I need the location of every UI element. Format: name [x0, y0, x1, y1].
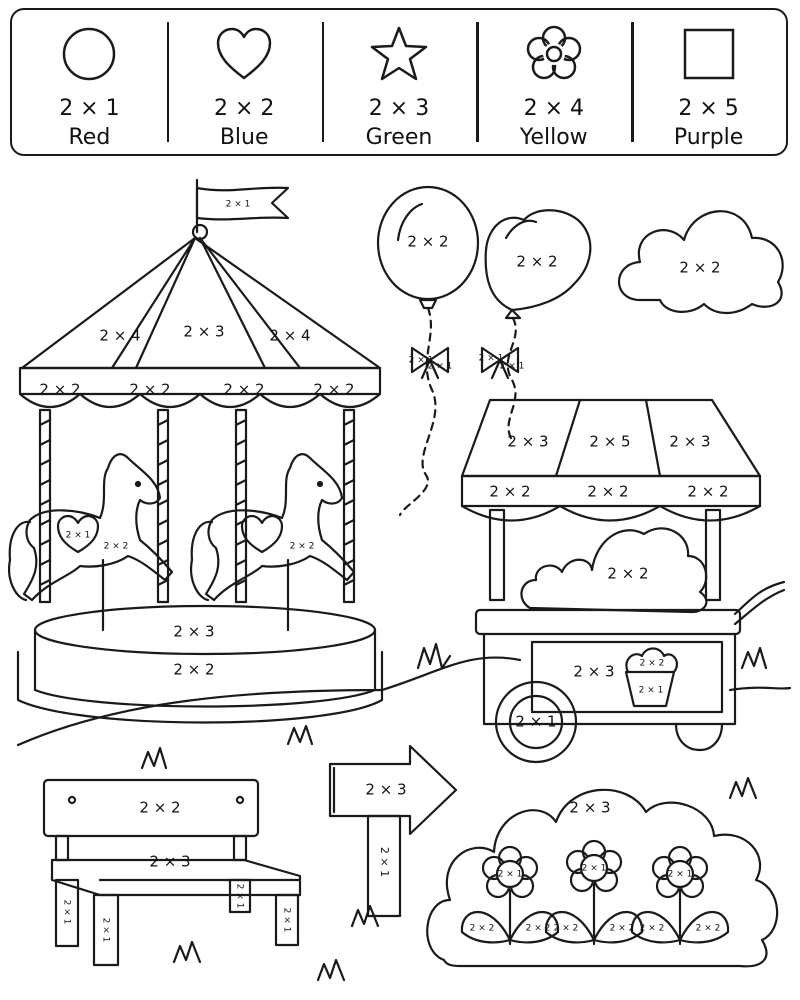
- carousel: [8, 178, 384, 724]
- legend-equation: 2 × 4: [523, 96, 584, 121]
- bench-leg-label: 2 × 1: [282, 908, 292, 933]
- bench-backrest: [42, 778, 260, 838]
- cloud-label: 2 × 2: [679, 259, 720, 277]
- park-bench: [42, 778, 302, 967]
- legend-color-name: Blue: [219, 125, 269, 150]
- popcorn-label: 2 × 2: [607, 565, 648, 583]
- legend-color-name: Purple: [673, 125, 744, 150]
- bench-back-label: 2 × 2: [139, 799, 180, 817]
- popcorn-cart: [460, 398, 786, 764]
- legend-equation: 2 × 3: [368, 96, 430, 121]
- balloon-bow-right: [480, 346, 520, 380]
- carousel-horse-right: [190, 453, 356, 632]
- leaf-label: 2 × 2: [696, 924, 721, 934]
- bow-label: 2 × 1: [428, 362, 453, 372]
- awning-label: 2 × 3: [669, 433, 710, 451]
- legend-item-green: 2 × 3 Green: [321, 10, 477, 154]
- bush-flower-3: [630, 845, 730, 946]
- bench-seat-label: 2 × 3: [149, 853, 190, 871]
- bucket-top-label: 2 × 2: [640, 659, 665, 669]
- circle-icon: [63, 27, 116, 81]
- legend-item-yellow: 2 × 4 Yellow: [476, 10, 631, 154]
- legend-equation: 2 × 1: [59, 96, 120, 121]
- wheel-label: 2 × 1: [515, 713, 556, 731]
- awning-label: 2 × 5: [589, 433, 630, 451]
- square-icon: [683, 28, 734, 80]
- signpost-post-label: 2 × 1: [378, 847, 391, 877]
- cart-panel-label: 2 × 3: [573, 663, 614, 681]
- balloons: [376, 185, 592, 517]
- bush-flower-2: [544, 839, 644, 946]
- bench-leg-label: 2 × 1: [235, 884, 245, 909]
- bench-leg-label: 2 × 1: [62, 900, 72, 925]
- leaf-label: 2 × 2: [526, 924, 551, 934]
- legend-color-name: Yellow: [519, 125, 588, 150]
- horse-body-label: 2 × 2: [104, 542, 129, 552]
- leaf-label: 2 × 2: [610, 924, 635, 934]
- popcorn-bucket: [624, 670, 676, 708]
- carousel-valance-label: 2 × 2: [313, 381, 354, 399]
- horse-heart-label: 2 × 1: [66, 531, 91, 541]
- signpost-arrow-label: 2 × 3: [365, 781, 406, 799]
- color-key-legend: 2 × 1 Red 2 × 2 Blue 2 × 3 Green 2 × 4 Y…: [10, 8, 788, 156]
- carousel-flag: [195, 186, 290, 221]
- flag-label: 2 × 1: [226, 200, 251, 210]
- carousel-valance-label: 2 × 2: [223, 381, 264, 399]
- bucket-body-label: 2 × 1: [639, 686, 664, 696]
- legend-item-blue: 2 × 2 Blue: [166, 10, 322, 154]
- round-balloon-label: 2 × 2: [407, 233, 448, 251]
- star-icon: [370, 26, 428, 81]
- bow-label: 2 × 1: [479, 354, 504, 364]
- bench-leg-label: 2 × 1: [101, 918, 111, 943]
- carousel-valance-label: 2 × 2: [39, 381, 80, 399]
- bow-label: 2 × 1: [409, 356, 434, 366]
- roof-right-label: 2 × 4: [269, 327, 310, 345]
- platform-side-label: 2 × 2: [173, 661, 214, 679]
- horse-body-label: 2 × 2: [290, 542, 315, 552]
- carousel-valance-label: 2 × 2: [129, 381, 170, 399]
- roof-center-label: 2 × 3: [183, 323, 224, 341]
- flower-center-label: 2 × 1: [668, 870, 693, 880]
- legend-equation: 2 × 5: [678, 96, 739, 121]
- platform-top-label: 2 × 3: [173, 623, 214, 641]
- cart-wheel: [494, 680, 578, 764]
- flower-center-label: 2 × 1: [582, 864, 607, 874]
- roof-left-label: 2 × 4: [99, 327, 140, 345]
- leaf-label: 2 × 2: [470, 924, 495, 934]
- bench-seat: [50, 858, 302, 897]
- cart-valance-label: 2 × 2: [489, 483, 530, 501]
- bush-outline: [426, 788, 779, 968]
- bush-label: 2 × 3: [569, 799, 610, 817]
- awning-label: 2 × 3: [507, 433, 548, 451]
- legend-color-name: Green: [365, 125, 433, 150]
- carousel-horse-left: [8, 453, 174, 632]
- heart-balloon: [484, 209, 592, 312]
- cart-valance-label: 2 × 2: [687, 483, 728, 501]
- leaf-label: 2 × 2: [640, 924, 665, 934]
- horse-saddle-heart: [240, 514, 284, 554]
- heart-balloon-label: 2 × 2: [516, 253, 557, 271]
- legend-equation: 2 × 2: [213, 96, 275, 121]
- popcorn-pile: [520, 527, 708, 614]
- bush-flower-1: [460, 845, 560, 946]
- scene-labels: 2 × 1 2 × 4 2 × 3 2 × 4 2 × 2 2 × 2 2 × …: [39, 200, 728, 943]
- horse-saddle-heart: [56, 514, 100, 554]
- ground-line: [16, 656, 792, 747]
- flower-bush: [426, 788, 779, 968]
- flower-icon: [526, 25, 582, 80]
- flower-center-label: 2 × 1: [498, 870, 523, 880]
- signpost: [328, 744, 458, 918]
- cloud: [617, 210, 784, 315]
- legend-item-red: 2 × 1 Red: [12, 10, 167, 154]
- grass-tufts: [140, 642, 768, 982]
- cart-valance-label: 2 × 2: [587, 483, 628, 501]
- bow-label: 2 × 1: [500, 362, 525, 372]
- leaf-label: 2 × 2: [554, 924, 579, 934]
- balloon-bow-left: [410, 346, 450, 380]
- heart-icon: [216, 27, 272, 80]
- signpost-arrow: [328, 744, 458, 836]
- legend-color-name: Red: [68, 125, 111, 150]
- legend-item-purple: 2 × 5 Purple: [631, 10, 786, 154]
